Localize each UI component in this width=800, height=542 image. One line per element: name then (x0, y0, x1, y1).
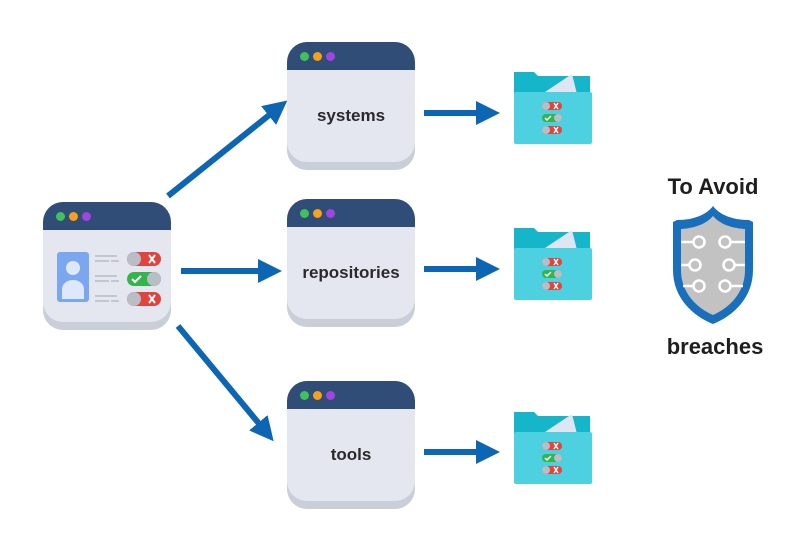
purple-dot-icon (326, 209, 335, 218)
toggle-allow-icon (542, 454, 562, 462)
arrow-to-systems (166, 100, 288, 199)
user-permissions-graphic (57, 252, 161, 306)
purple-dot-icon (326, 52, 335, 61)
folder-icon (512, 70, 592, 146)
green-dot-icon (300, 52, 309, 61)
toggle-deny-icon (542, 102, 562, 110)
toggle-allow-icon (542, 270, 562, 278)
target-window-repositories: repositories (287, 199, 415, 327)
orange-dot-icon (313, 52, 322, 61)
toggle-deny-icon (542, 442, 562, 450)
arrow-to-tools (175, 324, 274, 442)
green-dot-icon (300, 391, 309, 400)
purple-dot-icon (82, 212, 91, 221)
toggle-deny-icon (542, 466, 562, 474)
green-dot-icon (300, 209, 309, 218)
target-window-tools: tools (287, 381, 415, 509)
text-lines (95, 255, 119, 302)
toggle-deny-icon (127, 252, 161, 266)
target-window-systems: systems (287, 42, 415, 170)
green-dot-icon (56, 212, 65, 221)
toggle-allow-icon (127, 272, 161, 286)
folder-icon (512, 410, 592, 486)
toggle-deny-icon (542, 126, 562, 134)
outcome-top-text: To Avoid (667, 174, 759, 199)
folder-icon (512, 226, 592, 302)
target-label: repositories (302, 263, 400, 282)
toggle-deny-icon (542, 258, 562, 266)
orange-dot-icon (313, 391, 322, 400)
orange-dot-icon (313, 209, 322, 218)
window-title-bar (43, 202, 171, 230)
target-label: systems (316, 106, 386, 125)
outcome-bottom-text: breaches (666, 334, 764, 359)
toggle-deny-icon (542, 282, 562, 290)
toggle-deny-icon (127, 292, 161, 306)
target-label: tools (330, 445, 372, 464)
shield-icon (673, 206, 753, 324)
source-window (43, 202, 171, 330)
orange-dot-icon (69, 212, 78, 221)
toggle-allow-icon (542, 114, 562, 122)
purple-dot-icon (326, 391, 335, 400)
